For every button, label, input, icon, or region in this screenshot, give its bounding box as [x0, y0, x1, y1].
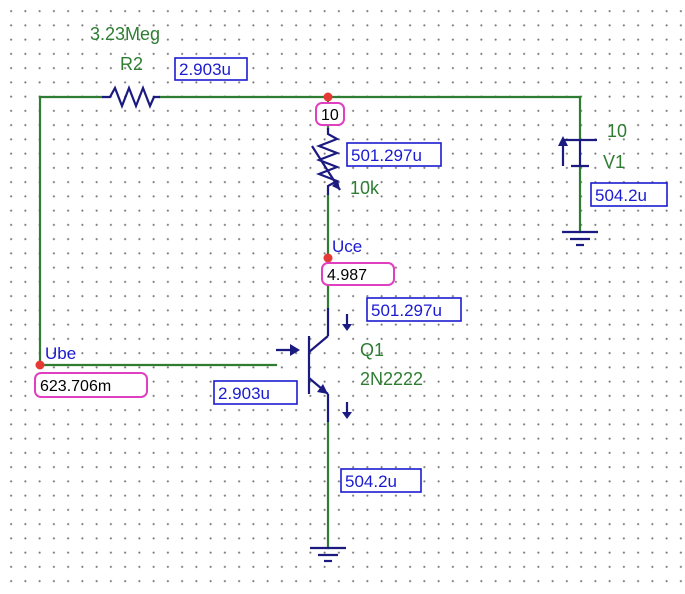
r1-current-value: 501.297u [351, 146, 422, 165]
q1-emitter-current-box[interactable]: 504.2u [340, 468, 422, 493]
v1-value-label: 10 [607, 121, 627, 141]
q1-collector-current-value: 501.297u [371, 301, 442, 320]
q1-name-label: Q1 [360, 340, 384, 360]
ground-q1-icon [310, 546, 346, 563]
uce-voltage-box[interactable]: 4.987 [321, 262, 395, 286]
r2-current-box[interactable]: 2.903u [174, 57, 248, 81]
r2-current-value: 2.903u [179, 60, 231, 79]
battery-v1[interactable] [558, 136, 597, 168]
v1-current-value: 504.2u [595, 186, 647, 205]
resistor-r1[interactable] [311, 128, 341, 195]
transistor-q1[interactable] [276, 308, 352, 422]
q1-collector-current-box[interactable]: 501.297u [366, 297, 462, 322]
v1-name-label: V1 [603, 152, 625, 172]
q1-base-current-value: 2.903u [218, 384, 270, 403]
r2-name-label: R2 [120, 54, 143, 74]
ube-voltage-value: 623.706m [40, 378, 111, 395]
ground-v1-icon [562, 230, 598, 247]
transistor-collector-lead [308, 335, 329, 353]
probe-uce[interactable] [323, 253, 333, 263]
uce-node-label: Uce [332, 237, 362, 256]
probe-ube[interactable] [35, 360, 45, 370]
q1-base-current-box[interactable]: 2.903u [213, 380, 298, 405]
v1-current-box[interactable]: 504.2u [590, 182, 668, 207]
r1-current-box[interactable]: 501.297u [346, 142, 442, 167]
ube-node-label: Ube [45, 344, 76, 363]
probe-supply[interactable] [323, 92, 333, 102]
uce-voltage-value: 4.987 [327, 267, 367, 284]
supply-voltage-value: 10 [321, 107, 339, 124]
r1-value-label: 10k [350, 178, 380, 198]
wires [38, 95, 582, 550]
supply-voltage-box[interactable]: 10 [315, 102, 345, 126]
ube-voltage-box[interactable]: 623.706m [34, 372, 148, 398]
r2-value-label: 3.23Meg [90, 24, 160, 44]
q1-model-label: 2N2222 [360, 369, 423, 389]
q1-emitter-current-value: 504.2u [345, 472, 397, 491]
resistor-r2[interactable] [102, 84, 160, 110]
